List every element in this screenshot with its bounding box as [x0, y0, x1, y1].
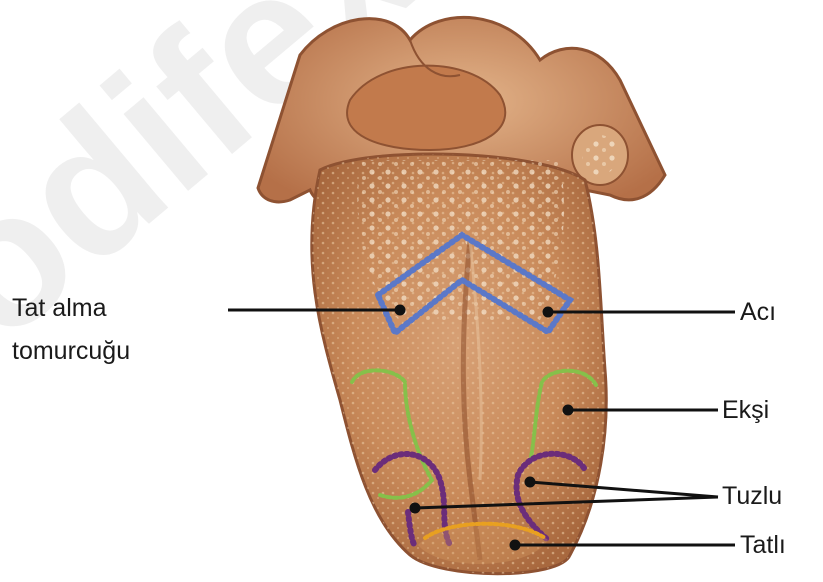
- tongue-body: [312, 154, 607, 574]
- bitter-label: Acı: [740, 297, 776, 327]
- salty-label: Tuzlu: [722, 481, 782, 511]
- sweet-label: Tatlı: [740, 530, 786, 560]
- taste-bud-label-line1: Tat alma: [12, 293, 106, 323]
- taste-bud-label-line2: tomurcuğu: [12, 336, 130, 366]
- sour-label: Ekşi: [722, 395, 769, 425]
